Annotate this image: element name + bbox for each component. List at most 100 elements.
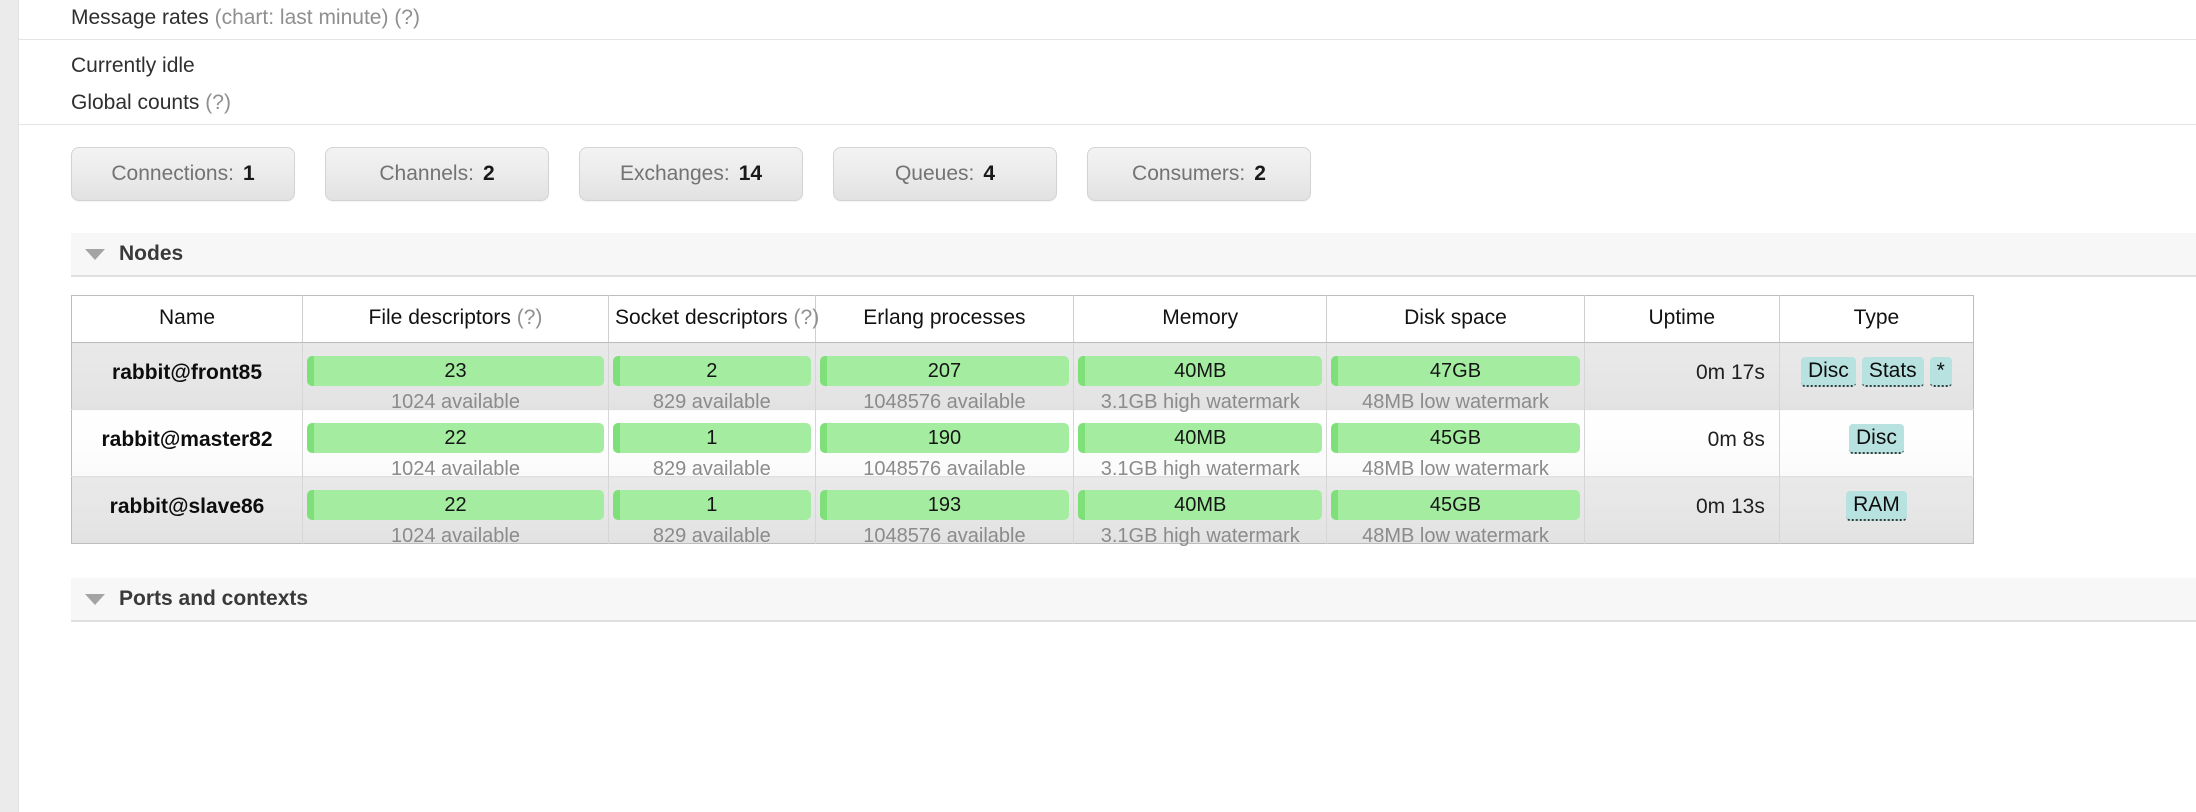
node-name-link[interactable]: rabbit@master82 bbox=[101, 428, 273, 451]
gauge-sub: 1048576 available bbox=[863, 525, 1026, 547]
table-row[interactable]: rabbit@slave86 22 1024 available 1 829 a… bbox=[71, 476, 1974, 547]
type-tag-stats[interactable]: Stats bbox=[1861, 357, 1924, 388]
global-counts-row: Connections: 1 Channels: 2 Exchanges: 14… bbox=[19, 125, 2196, 201]
triangle-down-icon[interactable] bbox=[85, 593, 105, 605]
count-box-connections[interactable]: Connections: 1 bbox=[71, 147, 295, 201]
gauge-value: 45GB bbox=[1429, 426, 1482, 449]
message-rates-help-icon[interactable]: (?) bbox=[394, 6, 420, 29]
page-body: Message rates (chart: last minute) (?) C… bbox=[19, 0, 2196, 812]
gauge-value: 45GB bbox=[1429, 493, 1482, 516]
gauge-value: 22 bbox=[444, 426, 467, 449]
gauge-sub: 3.1GB high watermark bbox=[1100, 391, 1300, 413]
count-value: 2 bbox=[1254, 162, 1266, 185]
gauge-value: 1 bbox=[706, 426, 718, 449]
type-tag-star[interactable]: * bbox=[1929, 357, 1952, 388]
col-header-type[interactable]: Type bbox=[1779, 295, 1974, 343]
gauge-value: 40MB bbox=[1174, 426, 1227, 449]
table-header-row: Name File descriptors (?) Socket descrip… bbox=[71, 295, 1974, 343]
gauge-sub: 1024 available bbox=[390, 525, 520, 547]
cell-disk-space: 45GB 48MB low watermark bbox=[1326, 476, 1585, 547]
count-value: 1 bbox=[242, 162, 255, 185]
triangle-down-icon[interactable] bbox=[85, 248, 105, 260]
message-rates-heading: Message rates (chart: last minute) (?) bbox=[19, 0, 2196, 40]
cell-type: Disc bbox=[1779, 409, 1974, 477]
global-counts-heading: Global counts (?) bbox=[19, 91, 2196, 125]
uptime-value: 0m 8s bbox=[1707, 428, 1765, 451]
col-label: Name bbox=[158, 306, 216, 329]
gauge-value: 1 bbox=[706, 493, 718, 516]
type-tag-disc[interactable]: Disc bbox=[1800, 357, 1856, 388]
count-box-queues[interactable]: Queues: 4 bbox=[833, 147, 1057, 201]
col-header-socket-descriptors[interactable]: Socket descriptors (?) bbox=[608, 295, 819, 343]
gauge-sub: 1048576 available bbox=[863, 391, 1026, 413]
col-header-uptime[interactable]: Uptime bbox=[1584, 295, 1780, 343]
gauge-value: 40MB bbox=[1174, 493, 1227, 516]
help-icon[interactable]: (?) bbox=[516, 306, 543, 329]
gauge-bar: 1 bbox=[612, 490, 811, 520]
col-label: Socket descriptors bbox=[614, 306, 788, 329]
cell-node-name[interactable]: rabbit@front85 bbox=[71, 342, 304, 410]
cell-socket-descriptors: 1 829 available bbox=[608, 409, 816, 480]
col-header-erlang-processes[interactable]: Erlang processes bbox=[815, 295, 1075, 343]
nodes-section-title: Nodes bbox=[119, 242, 184, 265]
nodes-section-header[interactable]: Nodes bbox=[71, 233, 2196, 277]
type-tag-ram[interactable]: RAM bbox=[1846, 491, 1907, 522]
cell-node-name[interactable]: rabbit@slave86 bbox=[71, 476, 304, 544]
count-box-channels[interactable]: Channels: 2 bbox=[325, 147, 549, 201]
gauge-bar: 207 bbox=[819, 356, 1070, 386]
count-value: 14 bbox=[738, 162, 763, 185]
cell-disk-space: 45GB 48MB low watermark bbox=[1326, 409, 1585, 480]
count-label: Exchanges: bbox=[619, 162, 730, 185]
col-header-disk-space[interactable]: Disk space bbox=[1326, 295, 1585, 343]
col-label: Erlang processes bbox=[863, 306, 1026, 329]
table-row[interactable]: rabbit@master82 22 1024 available 1 829 … bbox=[71, 409, 1974, 480]
gauge-bar: 190 bbox=[819, 423, 1070, 453]
gauge-bar: 2 bbox=[612, 356, 811, 386]
gauge-value: 23 bbox=[444, 359, 467, 382]
node-name-link[interactable]: rabbit@slave86 bbox=[109, 495, 265, 518]
gauge-bar: 22 bbox=[307, 423, 604, 453]
gauge-value: 22 bbox=[444, 493, 467, 516]
gauge-bar: 45GB bbox=[1331, 490, 1580, 520]
help-icon[interactable]: (?) bbox=[793, 306, 820, 329]
gauge-sub: 48MB low watermark bbox=[1362, 391, 1549, 413]
cell-disk-space: 47GB 48MB low watermark bbox=[1326, 342, 1585, 413]
uptime-value: 0m 13s bbox=[1695, 495, 1765, 518]
gauge-bar: 23 bbox=[307, 356, 604, 386]
gauge-bar: 45GB bbox=[1331, 423, 1580, 453]
nodes-table-container: Name File descriptors (?) Socket descrip… bbox=[71, 295, 2196, 547]
gauge-value: 207 bbox=[927, 359, 962, 382]
cell-memory: 40MB 3.1GB high watermark bbox=[1073, 409, 1328, 480]
col-header-file-descriptors[interactable]: File descriptors (?) bbox=[302, 295, 609, 343]
gauge-value: 40MB bbox=[1174, 359, 1227, 382]
gauge-bar: 22 bbox=[307, 490, 604, 520]
count-label: Channels: bbox=[379, 162, 474, 185]
col-label: Disk space bbox=[1404, 306, 1507, 329]
count-value: 4 bbox=[983, 162, 996, 185]
col-label: Type bbox=[1853, 306, 1900, 329]
count-box-exchanges[interactable]: Exchanges: 14 bbox=[579, 147, 803, 201]
cell-uptime: 0m 8s bbox=[1584, 409, 1780, 477]
gauge-sub: 48MB low watermark bbox=[1362, 458, 1549, 480]
col-label: Memory bbox=[1162, 306, 1239, 329]
table-row[interactable]: rabbit@front85 23 1024 available 2 829 a… bbox=[71, 342, 1974, 413]
message-rates-detail: (chart: last minute) bbox=[214, 6, 389, 29]
ports-section-header[interactable]: Ports and contexts bbox=[71, 578, 2196, 622]
count-box-consumers[interactable]: Consumers: 2 bbox=[1087, 147, 1311, 201]
gauge-sub: 48MB low watermark bbox=[1362, 525, 1549, 547]
global-counts-help-icon[interactable]: (?) bbox=[205, 91, 231, 114]
global-counts-label: Global counts bbox=[71, 91, 200, 114]
type-tag-disc[interactable]: Disc bbox=[1849, 424, 1904, 455]
node-name-link[interactable]: rabbit@front85 bbox=[112, 361, 262, 384]
count-label: Consumers: bbox=[1132, 162, 1246, 185]
cell-socket-descriptors: 2 829 available bbox=[608, 342, 816, 413]
gauge-sub: 829 available bbox=[652, 458, 771, 480]
cell-uptime: 0m 17s bbox=[1584, 342, 1780, 410]
col-header-memory[interactable]: Memory bbox=[1073, 295, 1328, 343]
col-header-name[interactable]: Name bbox=[71, 295, 304, 343]
count-label: Connections: bbox=[111, 162, 234, 185]
count-label: Queues: bbox=[894, 162, 975, 185]
cell-memory: 40MB 3.1GB high watermark bbox=[1073, 476, 1328, 547]
cell-node-name[interactable]: rabbit@master82 bbox=[71, 409, 304, 477]
